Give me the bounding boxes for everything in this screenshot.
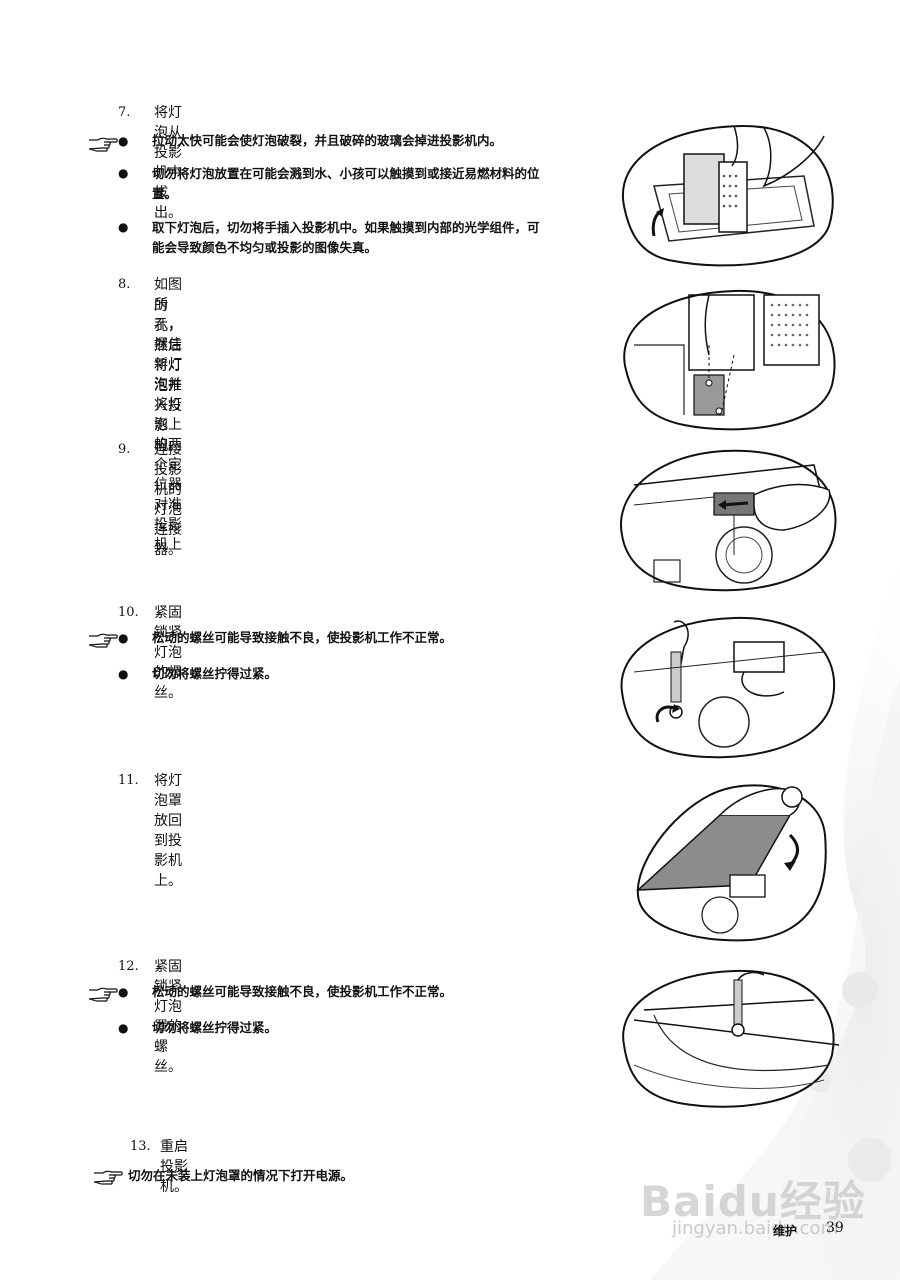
note-text: 切勿将螺丝拧得过紧。 <box>152 666 278 681</box>
note-text: 切勿将灯泡放置在可能会溅到水、小孩可以触摸到或接近易燃材料的位 <box>152 166 540 181</box>
note-text: 拉动太快可能会使灯泡破裂，并且破碎的玻璃会掉进投影机内。 <box>152 133 503 148</box>
bullet: ● <box>118 1021 129 1035</box>
lamp-screw-illustration <box>620 616 836 759</box>
step-text-line-1: 如图所示，握住新灯泡并将灯泡上的两个定位器对准投影机上 <box>154 277 182 553</box>
step-text: 连接投影机的灯泡连接器。 <box>154 442 182 558</box>
step-number: 7. <box>118 105 131 120</box>
step-text: 紧固锁紧灯泡罩的螺丝。 <box>154 959 182 1075</box>
step-number: 13. <box>130 1139 151 1154</box>
background-decoration <box>650 560 900 1280</box>
note-text: 能会导致颜色不均匀或投影的图像失真。 <box>152 240 378 255</box>
bullet: ● <box>118 220 129 234</box>
bullet: ● <box>118 667 129 681</box>
bullet: ● <box>118 134 129 148</box>
lamp-insertion-illustration <box>623 289 836 431</box>
bullet: ● <box>118 985 129 999</box>
step-number: 11. <box>118 773 139 788</box>
pointing-hand-icon <box>88 137 118 152</box>
note-text: 切勿将螺丝拧得过紧。 <box>152 1020 278 1035</box>
lamp-cover-illustration <box>635 784 827 942</box>
step-text: 将灯泡从投影机中拔出。 <box>154 105 182 221</box>
pointing-hand-icon <box>93 1170 123 1185</box>
bullet: ● <box>118 631 129 645</box>
step-text-line-2: 的孔，然后将灯泡推入投影机。 <box>154 298 182 454</box>
step-text: 将灯泡罩放回到投影机上。 <box>154 773 182 889</box>
step-number: 9. <box>118 442 131 457</box>
step-number: 10. <box>118 605 139 620</box>
note-text: 切勿在未装上灯泡罩的情况下打开电源。 <box>128 1168 354 1183</box>
pointing-hand-icon <box>88 987 118 1002</box>
watermark-logo: Baidu经验 <box>640 1177 866 1226</box>
step-text: 重启投影机。 <box>160 1139 188 1195</box>
pointing-hand-icon <box>88 633 118 648</box>
step-number: 8. <box>118 277 131 292</box>
step-number: 12. <box>118 959 139 974</box>
bullet: ● <box>118 166 129 180</box>
footer-section: 维护 <box>773 1224 798 1238</box>
lamp-connector-illustration <box>620 449 837 592</box>
cover-screw-illustration <box>622 969 840 1108</box>
note-text: 置。 <box>152 186 178 201</box>
note-text: 取下灯泡后，切勿将手插入投影机中。如果触摸到内部的光学组件，可 <box>152 220 540 235</box>
step-text: 紧固锁紧灯泡的螺丝。 <box>154 605 182 701</box>
note-text: 松动的螺丝可能导致接触不良，使投影机工作不正常。 <box>152 984 453 999</box>
note-text: 松动的螺丝可能导致接触不良，使投影机工作不正常。 <box>152 630 453 645</box>
lamp-removal-illustration <box>621 124 834 267</box>
page-number: 39 <box>826 1220 844 1236</box>
watermark-url: jingyan.baidu.com <box>672 1218 839 1239</box>
